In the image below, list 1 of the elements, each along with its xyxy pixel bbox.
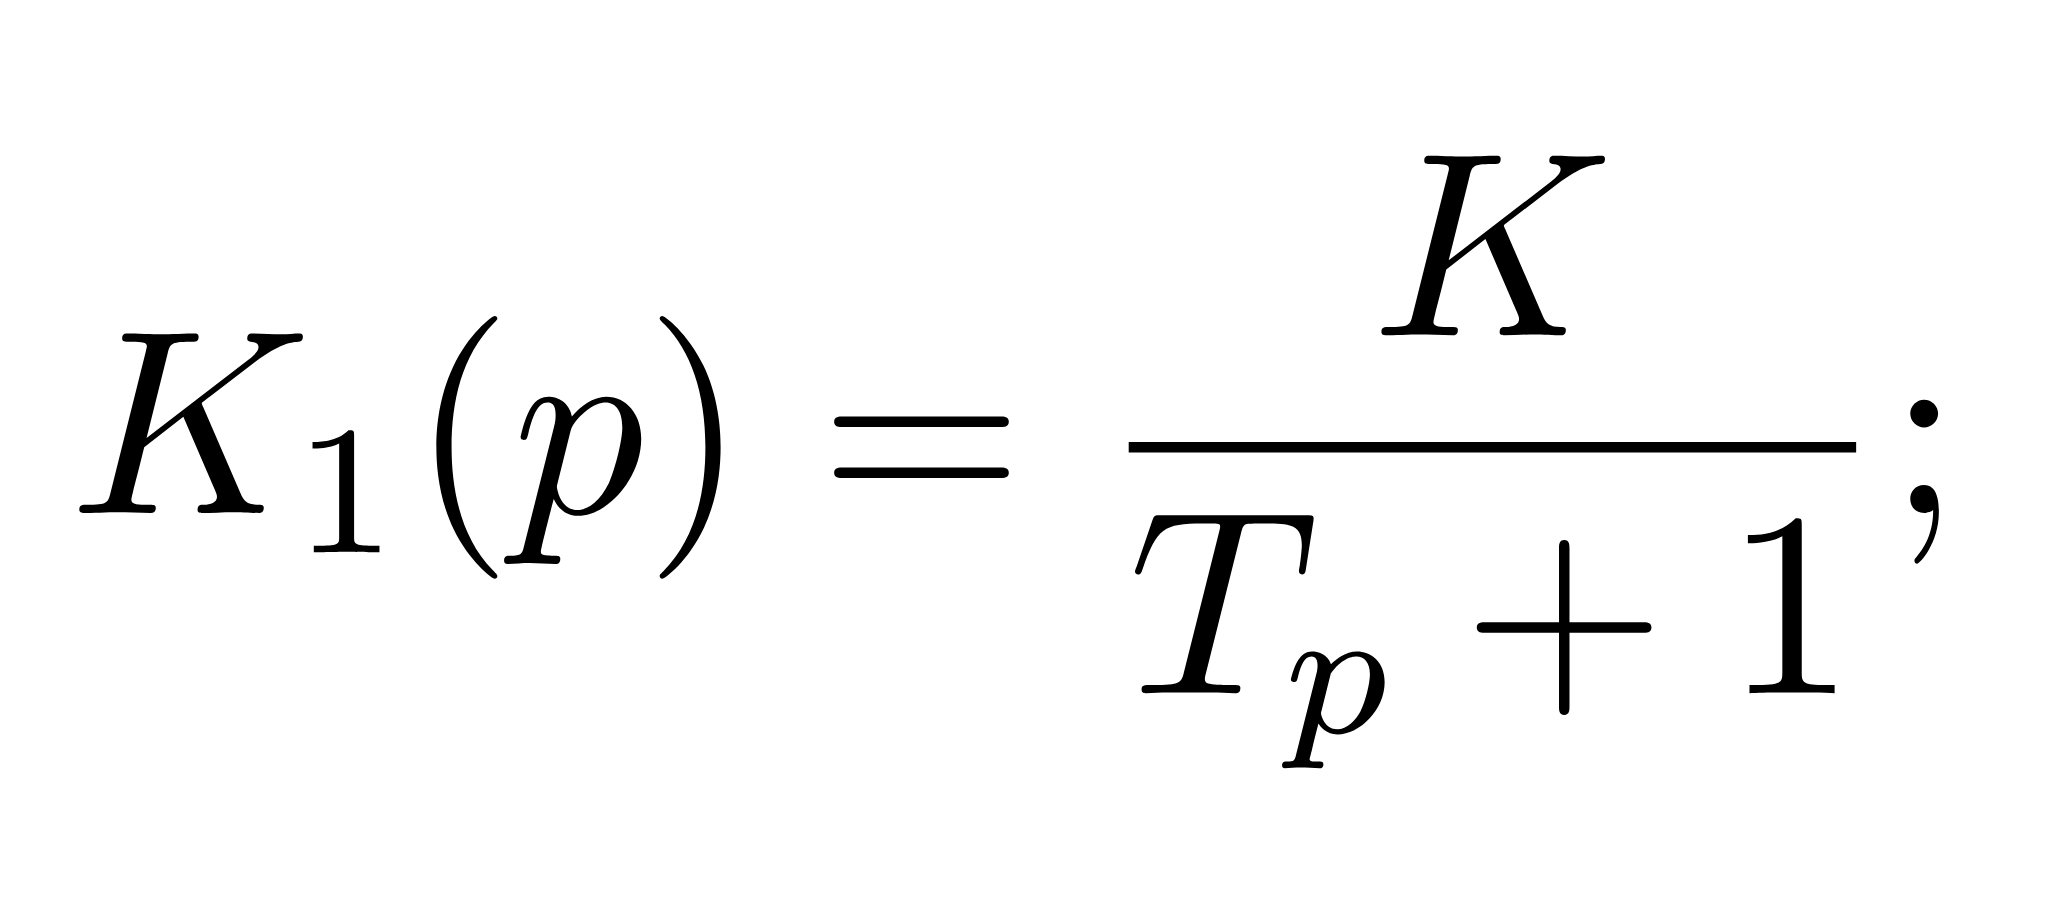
formula: $K_1(p) = \frac{K}{T_p + 1};$ bbox=[79, 155, 1939, 769]
